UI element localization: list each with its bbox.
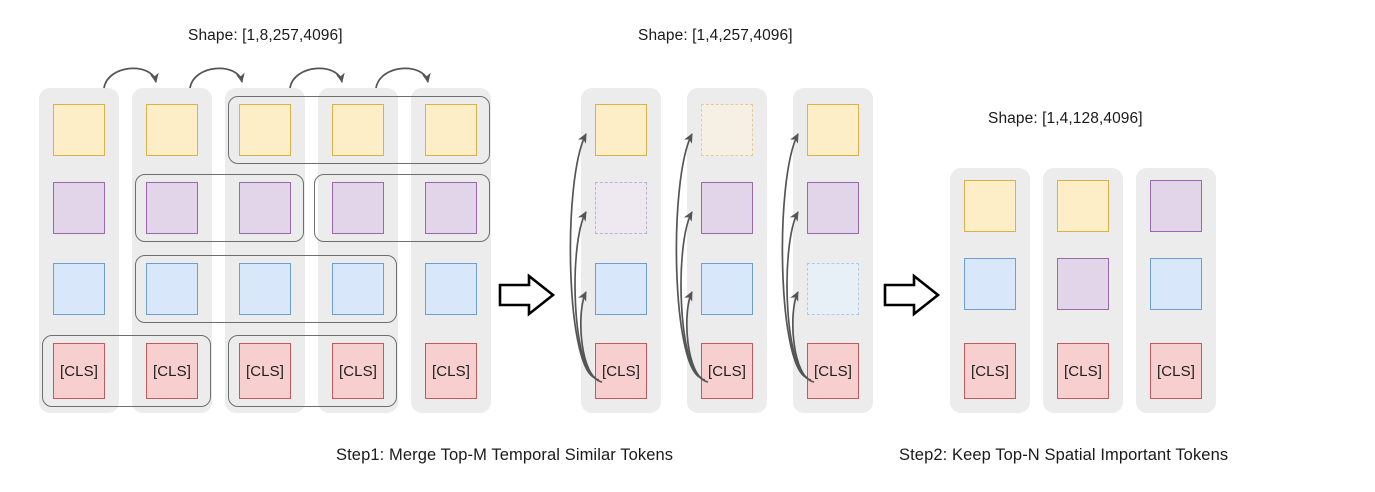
token-cell-yellow [964,180,1016,232]
token-cell-blue [146,263,198,315]
token-cell-purple [425,182,477,234]
token-cell-blue-ghost [807,263,859,315]
token-cell-yellow-ghost [701,104,753,156]
shape-label-right: Shape: [1,4,128,4096] [988,110,1143,127]
token-cell-yellow [425,104,477,156]
token-cell-purple [332,182,384,234]
token-cell-blue [425,263,477,315]
token-cell-blue [964,258,1016,310]
token-cell-purple [807,182,859,234]
token-cell-yellow [239,104,291,156]
token-cell-blue [53,263,105,315]
token-cell-yellow [332,104,384,156]
token-cell-cls: [CLS] [239,343,291,399]
token-cell-cls: [CLS] [53,343,105,399]
token-cell-cls: [CLS] [1150,343,1202,399]
temporal-arrow-3 [289,67,345,89]
token-cell-cls: [CLS] [807,343,859,399]
block-arrow-2 [883,273,941,317]
token-cell-cls: [CLS] [146,343,198,399]
token-cell-purple-ghost [595,182,647,234]
token-cell-purple [1150,180,1202,232]
token-cell-cls: [CLS] [1057,343,1109,399]
token-cell-blue [701,263,753,315]
temporal-arrow-2 [189,67,245,89]
token-cell-blue [239,263,291,315]
token-cell-yellow [1057,180,1109,232]
token-cell-purple [53,182,105,234]
token-cell-cls: [CLS] [595,343,647,399]
temporal-arrow-4 [375,67,431,89]
token-cell-purple [1057,258,1109,310]
shape-label-middle: Shape: [1,4,257,4096] [638,27,793,44]
token-cell-purple [239,182,291,234]
temporal-arrow-1 [103,67,159,89]
token-cell-yellow [807,104,859,156]
token-cell-purple [701,182,753,234]
token-cell-cls: [CLS] [332,343,384,399]
token-cell-cls: [CLS] [701,343,753,399]
temporal-arrow-group [103,67,431,89]
token-cell-blue [1150,258,1202,310]
caption-step2: Step2: Keep Top-N Spatial Important Toke… [899,446,1229,464]
shape-label-left: Shape: [1,8,257,4096] [188,27,343,44]
token-cell-purple [146,182,198,234]
token-cell-cls: [CLS] [425,343,477,399]
token-cell-cls: [CLS] [964,343,1016,399]
caption-step1: Step1: Merge Top-M Temporal Similar Toke… [336,446,674,464]
token-cell-yellow [53,104,105,156]
token-cell-blue [595,263,647,315]
block-arrow-1 [498,273,556,317]
token-cell-yellow [146,104,198,156]
token-cell-blue [332,263,384,315]
token-cell-yellow [595,104,647,156]
